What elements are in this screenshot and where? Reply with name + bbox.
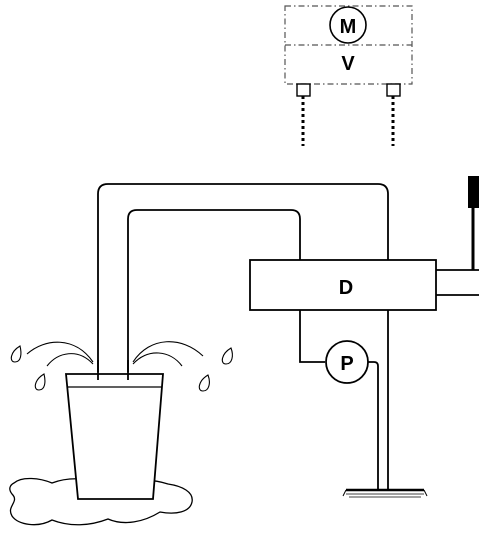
motor-symbol [329,6,367,44]
outer-pipe-upper [97,183,389,372]
pump-inlet-pipe [299,310,325,363]
overflowing-cup [9,341,233,526]
valve-port-left [296,83,311,97]
probe-head [468,176,479,208]
splash-right-outer [132,341,204,363]
splash-left-inner [46,353,94,367]
motor-valve-unit: M V [284,5,413,146]
splash-left-outer [26,341,94,363]
droplet-icon [34,373,46,391]
pump-label: P [340,353,353,375]
valve-port-right [386,83,401,97]
device-label: D [339,277,353,299]
droplet-icon [221,347,233,365]
cup-body [65,373,164,500]
droplet-icon [10,345,22,363]
device-box [249,259,437,311]
pump-outlet-pipe [368,361,379,490]
drain-symbol [342,488,428,498]
motor-label: M [340,16,357,38]
droplet-icon [198,374,210,392]
splash-right-inner [132,352,183,367]
valve-label: V [341,53,355,75]
inner-pipe [127,209,301,372]
